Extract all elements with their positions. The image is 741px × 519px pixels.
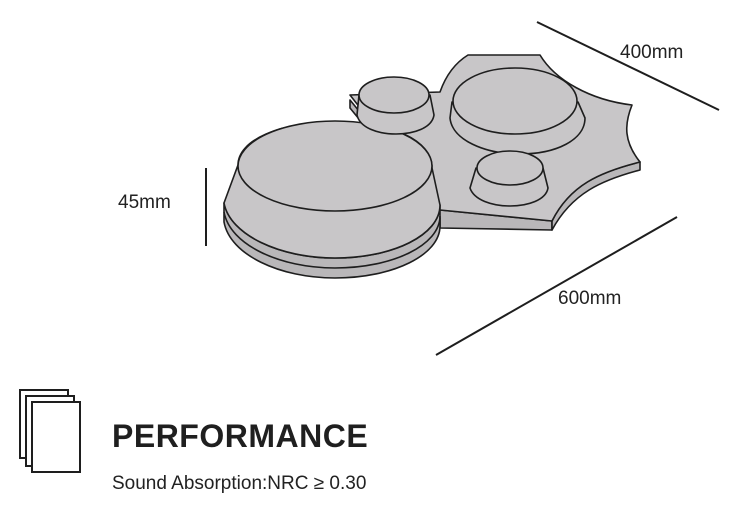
height-label: 45mm [118,192,171,213]
depth-label: 400mm [620,42,683,63]
length-label: 600mm [558,288,621,309]
depth-dimension-line [536,21,720,111]
stacked-documents-icon [19,389,81,473]
large-disc-rim-seam [223,211,441,269]
length-dimension-line [435,216,678,356]
acoustic-panel [223,54,641,279]
small-cylinder-top [358,76,430,114]
large-disc-top [237,120,433,212]
right-disc-top [452,67,578,135]
sound-absorption-spec: Sound Absorption:NRC ≥ 0.30 [112,473,367,494]
bottom-cylinder-top [476,150,544,186]
performance-heading: PERFORMANCE [112,418,369,454]
